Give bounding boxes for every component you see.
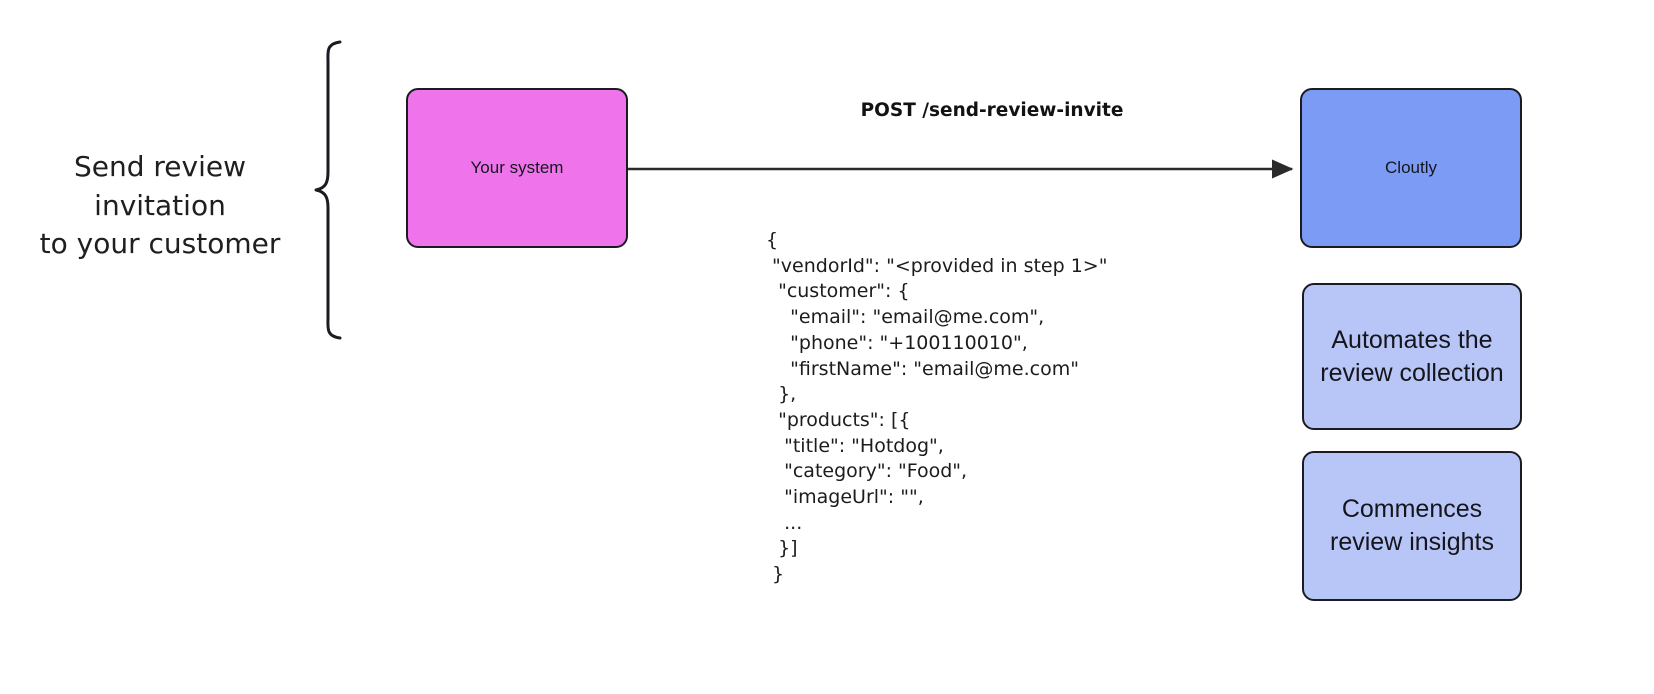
payload-line: ... xyxy=(766,511,803,534)
request-payload-code: { "vendorId": "<provided in step 1>" "cu… xyxy=(766,228,1107,588)
node-your-system[interactable]: Your system xyxy=(406,88,628,248)
payload-line: { xyxy=(766,229,779,251)
node-cloutly[interactable]: Cloutly xyxy=(1300,88,1522,248)
payload-line: "vendorId": "<provided in step 1>" xyxy=(766,254,1108,277)
grouping-brace xyxy=(314,40,342,340)
node-cloutly-label: Cloutly xyxy=(1385,158,1437,177)
payload-line: } xyxy=(766,563,785,586)
node-your-system-label: Your system xyxy=(470,158,564,177)
payload-line: "products": [{ xyxy=(766,408,911,431)
node-insights-label: Commences review insights xyxy=(1330,495,1494,556)
node-automates-label: Automates the review collection xyxy=(1320,325,1504,387)
payload-line: "email": "email@me.com", xyxy=(766,306,1045,329)
payload-line: }] xyxy=(766,537,798,560)
step-description-label: Send review invitation to your customer xyxy=(39,150,281,261)
payload-line: "imageUrl": "", xyxy=(766,486,924,509)
payload-line: "firstName": "email@me.com" xyxy=(766,357,1079,380)
request-endpoint-label: POST /send-review-invite xyxy=(860,100,1124,121)
payload-line: "customer": { xyxy=(766,280,910,303)
payload-line: "phone": "+100110010", xyxy=(766,331,1028,354)
payload-line: "title": "Hotdog", xyxy=(766,434,944,457)
payload-line: "category": "Food", xyxy=(766,460,968,483)
node-commences-review-insights[interactable]: Commences review insights xyxy=(1302,451,1522,601)
payload-line: }, xyxy=(766,383,797,406)
node-automates-review-collection[interactable]: Automates the review collection xyxy=(1302,283,1522,430)
